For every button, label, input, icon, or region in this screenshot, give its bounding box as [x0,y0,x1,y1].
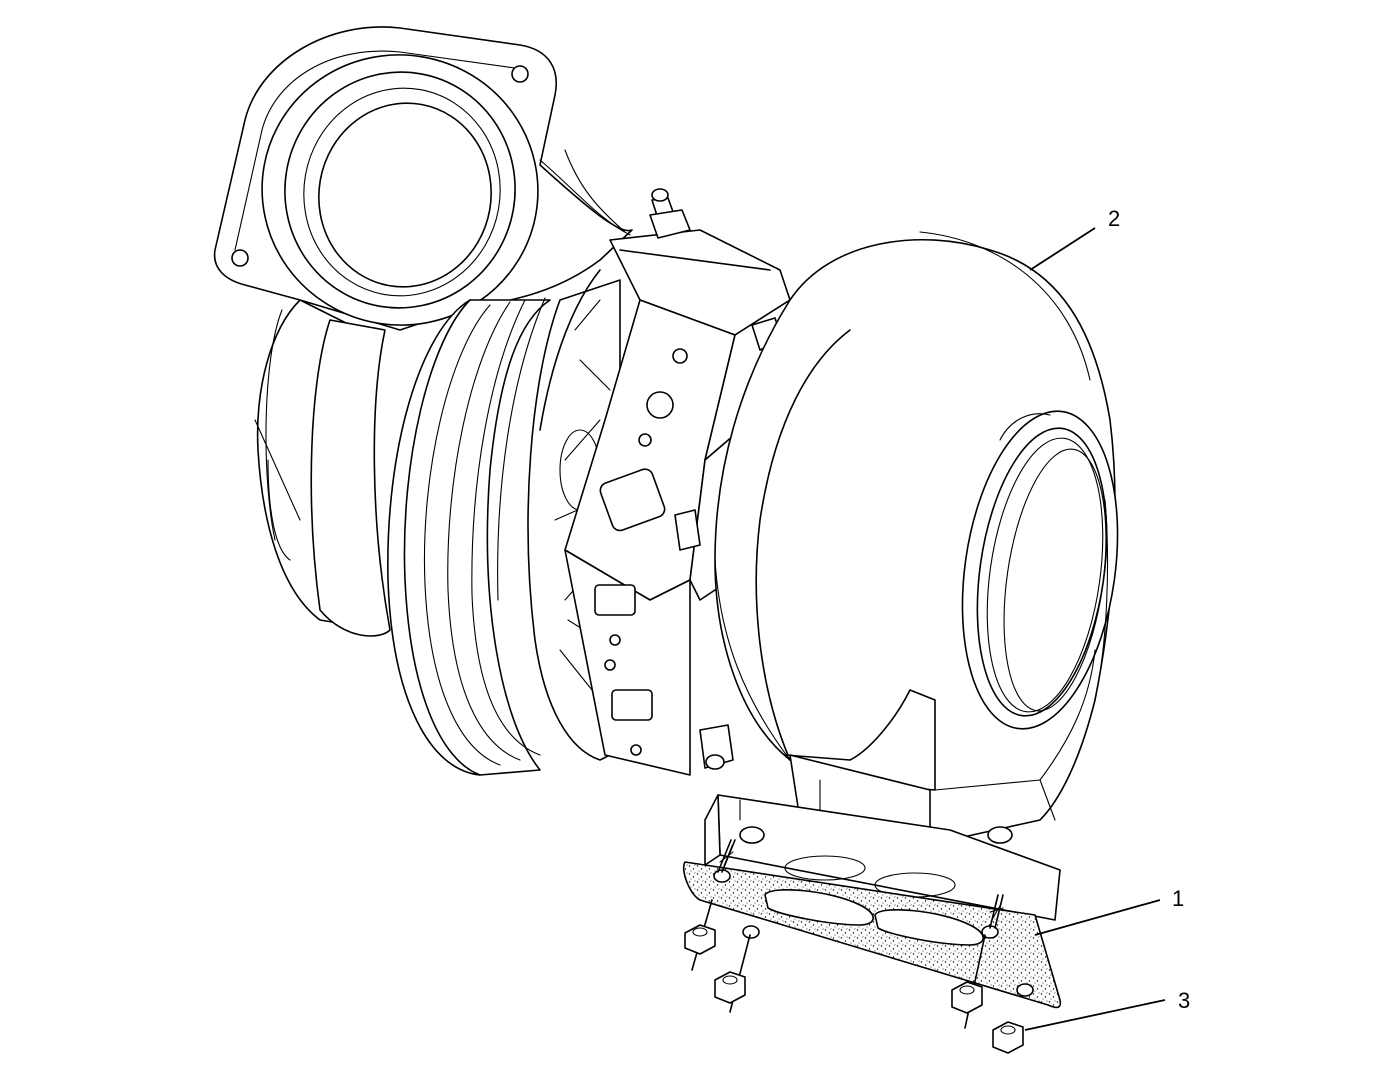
callout-1: 1 [1034,886,1184,936]
leader-line [1029,227,1096,271]
leader-line [1034,899,1161,936]
callout-label: 3 [1178,988,1190,1013]
flange-studs [717,839,1004,929]
nut [951,934,986,1029]
flange-nuts [684,899,1024,1054]
callout-label: 1 [1172,886,1184,911]
nut [684,899,716,971]
leader-line [1024,999,1166,1031]
flange-gasket [682,861,1062,1009]
nut [992,1021,1024,1054]
callout-3: 3 [1024,988,1190,1031]
turbine-housing [714,231,1119,851]
callout-2: 2 [1029,206,1120,271]
nut [714,934,751,1013]
compressor-scroll [387,297,551,776]
turbine-inlet-flange [704,794,1061,921]
compressor-housing [213,26,633,637]
callout-label: 2 [1108,206,1120,231]
